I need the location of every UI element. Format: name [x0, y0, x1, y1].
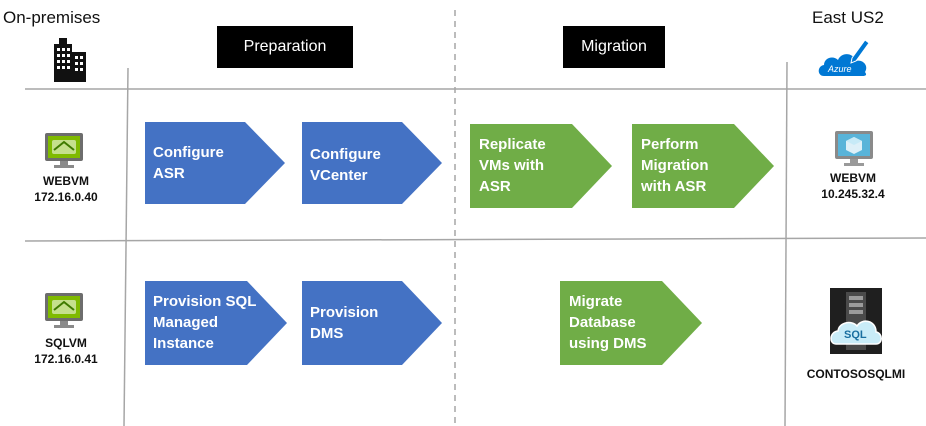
webvm-target-label: WEBVM 10.245.32.4: [793, 170, 913, 202]
contososqlmi-label: CONTOSOSQLMI: [796, 366, 916, 382]
step-configure-asr-label: Configure ASR: [153, 144, 224, 182]
webvm-target-name: WEBVM: [830, 171, 876, 185]
on-premises-title: On-premises: [3, 8, 101, 27]
step-provision-sql-mi-label: Provision SQL Managed Instance: [153, 293, 257, 352]
webvm-source-ip: 172.16.0.40: [34, 190, 98, 204]
phase-preparation: Preparation: [217, 26, 353, 68]
sqlvm-source-label: SQLVM 172.16.0.41: [6, 335, 126, 367]
step-replicate-vms: Replicate VMs with ASR: [470, 124, 612, 208]
webvm-source-name: WEBVM: [43, 174, 89, 188]
step-replicate-vms-label: Replicate VMs with ASR: [479, 136, 546, 195]
sql-badge-text: SQL: [844, 329, 867, 341]
step-migrate-database-label: Migrate Database using DMS: [569, 293, 647, 352]
step-configure-vcenter-label: Configure VCenter: [310, 146, 381, 184]
step-provision-dms-label: Provision DMS: [310, 304, 379, 342]
step-perform-migration-label: Perform Migration with ASR: [641, 136, 709, 195]
webvm-source-vm-icon: [45, 133, 83, 168]
contososqlmi-name: CONTOSOSQLMI: [806, 367, 906, 381]
step-provision-dms: Provision DMS: [302, 281, 442, 365]
step-provision-sql-mi: Provision SQL Managed Instance: [145, 281, 287, 365]
sqlvm-source-name: SQLVM: [45, 336, 87, 350]
webvm-target-ip: 10.245.32.4: [821, 187, 885, 201]
azure-logo-text: Azure: [828, 64, 852, 74]
building-icon: [54, 38, 86, 82]
sql-server-icon: SQL: [830, 288, 882, 354]
azure-cloud-icon: Azure: [816, 36, 872, 78]
step-perform-migration: Perform Migration with ASR: [632, 124, 774, 208]
step-configure-asr: Configure ASR: [145, 122, 285, 204]
step-migrate-database: Migrate Database using DMS: [560, 281, 702, 365]
phase-migration: Migration: [563, 26, 665, 68]
azure-vm-icon: [835, 131, 873, 166]
east-us2-title: East US2: [812, 8, 884, 27]
step-configure-vcenter: Configure VCenter: [302, 122, 442, 204]
sqlvm-source-vm-icon: [45, 293, 83, 328]
sqlvm-source-ip: 172.16.0.41: [34, 352, 98, 366]
webvm-source-label: WEBVM 172.16.0.40: [6, 173, 126, 205]
